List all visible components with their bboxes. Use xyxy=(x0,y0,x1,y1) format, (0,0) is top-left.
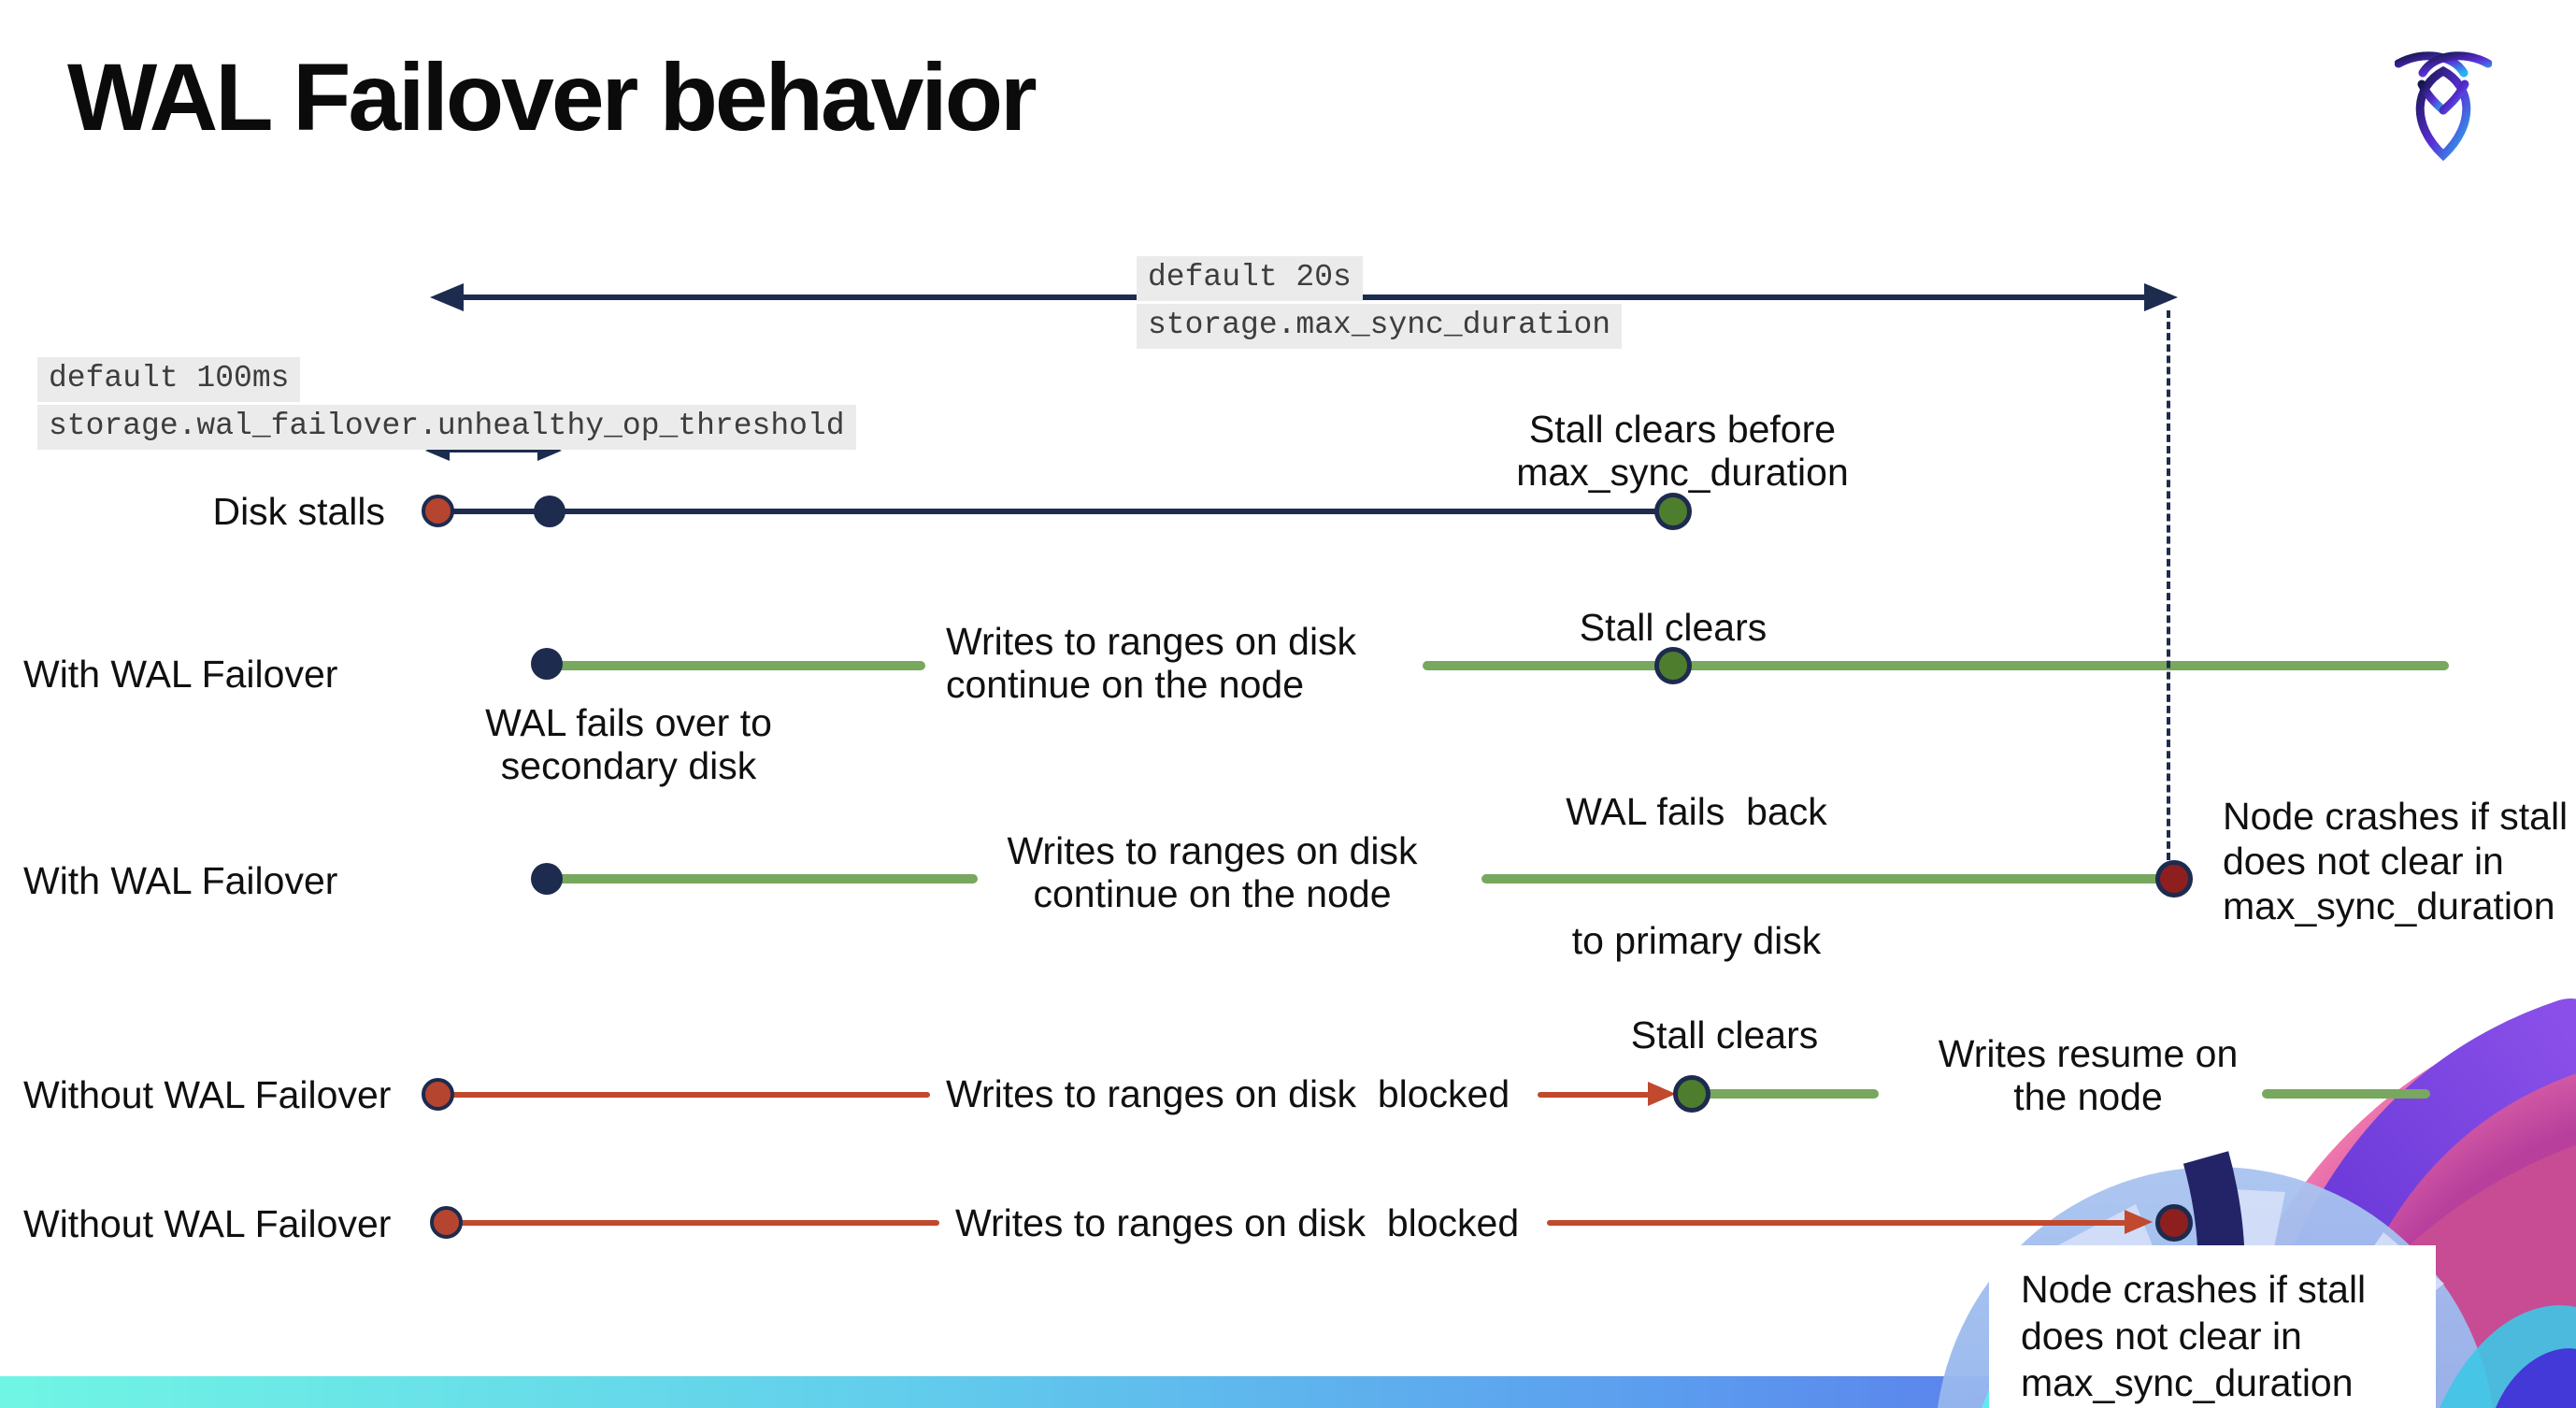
writes-blocked-label-2: Writes to ranges on disk blocked xyxy=(955,1201,1520,1244)
row-label-with-wal-failover-2: With WAL Failover xyxy=(23,859,338,902)
writes-blocked-line-2a xyxy=(447,1220,939,1226)
stall-clears-dot xyxy=(1654,493,1692,530)
writes-blocked-line-1b xyxy=(1538,1092,1650,1098)
arrowhead-left-icon xyxy=(430,283,464,311)
node-crash-label-2: Node crashes if stall does not clear in … xyxy=(2021,1268,2367,1404)
wal-fails-over-label: WAL fails over to secondary disk xyxy=(485,701,772,787)
writes-blocked-line-2b xyxy=(1547,1220,2126,1226)
red-arrowhead-icon-1 xyxy=(1648,1082,1676,1106)
row-label-disk-stalls: Disk stalls xyxy=(212,490,385,533)
max-sync-duration-setting-label: default 20s storage.max_sync_duration xyxy=(1137,256,1623,352)
writes-continue-line-2b xyxy=(1481,874,2161,884)
arrowhead-right-icon xyxy=(2144,283,2178,311)
node-crash-dot-1 xyxy=(2155,860,2193,898)
writes-continue-line-2a xyxy=(547,874,978,884)
unhealthy-op-threshold-setting-label: default 100ms storage.wal_failover.unhea… xyxy=(37,357,856,453)
cockroachdb-logo-icon xyxy=(2395,51,2492,161)
writes-continue-line-b xyxy=(1423,661,2449,670)
row-label-without-wal-failover-1: Without WAL Failover xyxy=(23,1073,392,1116)
node-crash-dot-2 xyxy=(2155,1204,2193,1242)
stall-start-dot-2 xyxy=(422,1078,454,1111)
max-sync-duration-deadline-line xyxy=(2167,310,2170,860)
threshold-dot xyxy=(534,496,565,527)
writes-continue-label-1: Writes to ranges on disk continue on the… xyxy=(946,620,1357,706)
failover-dot-2 xyxy=(531,863,563,895)
failback-dot xyxy=(1654,647,1692,684)
page-title: WAL Failover behavior xyxy=(67,44,1038,151)
writes-continue-line-a xyxy=(547,661,925,670)
red-arrowhead-icon-2 xyxy=(2125,1210,2153,1234)
writes-resume-line-b xyxy=(2262,1089,2430,1099)
writes-continue-label-2: Writes to ranges on disk continue on the… xyxy=(1007,829,1418,915)
node-crash-label-1: Node crashes if stall does not clear in … xyxy=(2223,795,2569,927)
threshold-span-line xyxy=(447,448,540,453)
stall-start-dot xyxy=(422,495,454,527)
writes-resume-label: Writes resume on the node xyxy=(1938,1032,2239,1118)
row-label-with-wal-failover-1: With WAL Failover xyxy=(23,653,338,696)
storage-wal-failover-threshold-text: storage.wal_failover.unhealthy_op_thresh… xyxy=(37,405,856,450)
default-100ms-text: default 100ms xyxy=(37,357,301,402)
node-crash-callout-box: Node crashes if stall does not clear in … xyxy=(1989,1245,2436,1408)
writes-blocked-label-1: Writes to ranges on disk blocked xyxy=(946,1072,1510,1115)
storage-max-sync-duration-text: storage.max_sync_duration xyxy=(1137,304,1623,349)
stall-clears-label-2: Stall clears xyxy=(1630,1013,1819,1056)
stall-clears-label-1: Stall clears xyxy=(1579,606,1767,649)
stall-start-dot-3 xyxy=(430,1206,463,1239)
writes-resume-line-a xyxy=(1692,1089,1879,1099)
disk-stall-timeline xyxy=(438,509,1673,514)
default-20s-text: default 20s xyxy=(1137,256,1363,301)
writes-blocked-line-1a xyxy=(438,1092,930,1098)
stall-clears-dot-2 xyxy=(1673,1075,1710,1113)
stall-clears-before-label: Stall clears before max_sync_duration xyxy=(1516,408,1849,494)
row-label-without-wal-failover-2: Without WAL Failover xyxy=(23,1202,392,1245)
failover-dot xyxy=(531,648,563,680)
wal-fails-back-label: WAL fails back to primary disk xyxy=(1566,790,1827,962)
